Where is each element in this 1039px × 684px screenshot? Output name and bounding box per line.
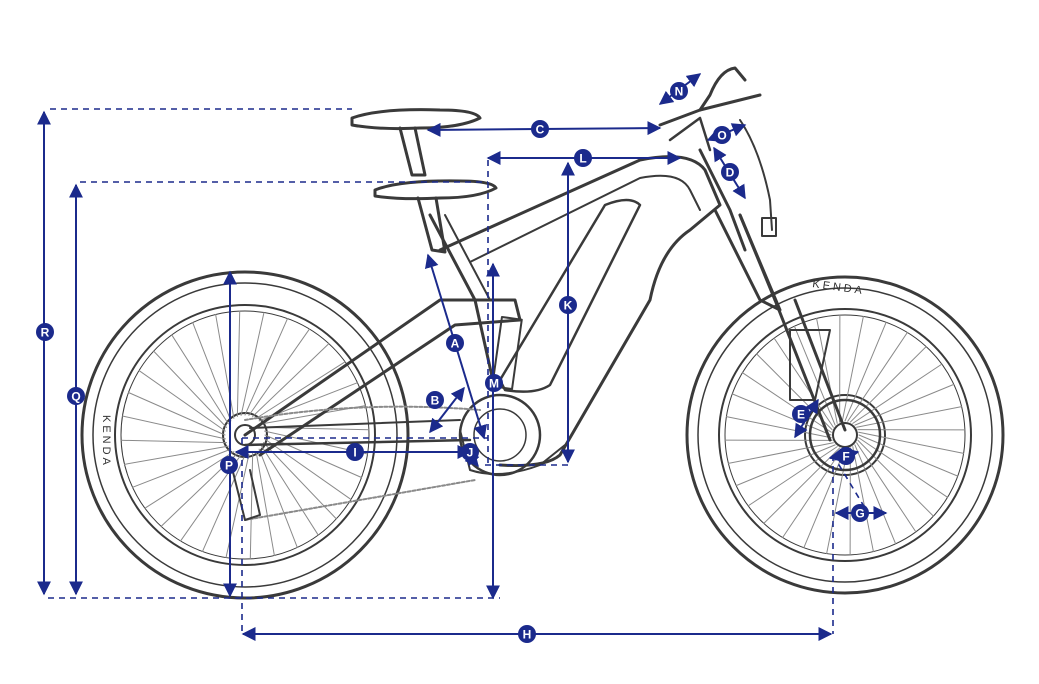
- spoke: [240, 311, 265, 416]
- spoke: [727, 442, 834, 464]
- spoke: [793, 325, 836, 426]
- svg-text:O: O: [717, 129, 726, 143]
- svg-text:L: L: [579, 152, 586, 166]
- spoke: [192, 322, 232, 422]
- spoke: [120, 439, 228, 444]
- svg-text:D: D: [726, 166, 735, 180]
- dim-line-b: [429, 386, 465, 434]
- spoke: [138, 370, 226, 432]
- svg-text:Q: Q: [71, 390, 80, 404]
- svg-text:A: A: [451, 337, 460, 351]
- spoke: [856, 442, 917, 533]
- marker-e: E: [792, 405, 810, 423]
- spoke: [132, 448, 232, 488]
- marker-a: A: [446, 334, 464, 352]
- spoke: [248, 328, 310, 416]
- front-tire-brand: KENDA: [812, 278, 866, 297]
- spoke: [844, 321, 887, 422]
- svg-text:N: N: [675, 85, 684, 99]
- svg-text:E: E: [797, 408, 805, 422]
- spoke: [852, 363, 943, 424]
- svg-text:B: B: [431, 394, 440, 408]
- svg-text:P: P: [225, 459, 233, 473]
- spoke: [816, 317, 838, 424]
- marker-n: N: [670, 82, 688, 100]
- spoke: [763, 447, 841, 524]
- spoke: [856, 406, 963, 428]
- marker-j: J: [461, 443, 479, 461]
- marker-badges: A B C D E F G H I J K L M N O P Q R: [36, 82, 869, 643]
- spoke: [261, 405, 366, 425]
- svg-text:M: M: [489, 377, 499, 391]
- fork: [713, 208, 882, 472]
- spoke: [854, 444, 897, 545]
- spoke: [244, 318, 289, 416]
- front-wheel: KENDA: [685, 275, 1005, 595]
- spoke: [858, 437, 949, 498]
- spoke: [153, 350, 228, 428]
- upper-saddle: [350, 108, 482, 177]
- spoke: [858, 434, 959, 477]
- marker-q: Q: [67, 387, 85, 405]
- marker-g: G: [851, 504, 869, 522]
- dimension-lines: [37, 73, 888, 641]
- svg-text:H: H: [523, 628, 532, 642]
- spoke: [852, 446, 874, 553]
- svg-text:G: G: [855, 507, 864, 521]
- marker-c: C: [531, 120, 549, 138]
- marker-m: M: [485, 374, 503, 392]
- spoke: [782, 448, 843, 539]
- spoke: [858, 431, 965, 454]
- spoke: [773, 337, 834, 428]
- spoke: [262, 442, 337, 520]
- spoke: [841, 315, 864, 422]
- rear-tire-brand: KENDA: [100, 415, 112, 468]
- marker-i: I: [346, 443, 364, 461]
- spoke: [261, 445, 319, 536]
- spoke: [215, 314, 235, 419]
- marker-l: L: [574, 149, 592, 167]
- marker-r: R: [36, 323, 54, 341]
- spoke: [121, 415, 226, 440]
- svg-text:J: J: [467, 446, 474, 460]
- spoke: [252, 343, 330, 418]
- spoke: [171, 334, 229, 425]
- spoke: [258, 448, 298, 548]
- spoke: [255, 361, 346, 419]
- spoke: [826, 448, 849, 555]
- svg-text:K: K: [564, 299, 573, 313]
- spoke: [849, 346, 927, 423]
- dash-offset: [832, 454, 869, 514]
- spoke: [725, 416, 832, 439]
- spoke: [236, 310, 241, 418]
- rear-wheel: KENDA: [80, 270, 410, 600]
- spoke: [854, 383, 955, 426]
- spoke: [747, 446, 838, 507]
- spoke: [847, 331, 908, 422]
- marker-b: B: [426, 391, 444, 409]
- svg-text:C: C: [536, 123, 545, 137]
- lower-saddle: [373, 179, 498, 254]
- marker-p: P: [220, 456, 238, 474]
- spoke: [255, 451, 275, 556]
- spoke: [124, 445, 229, 465]
- spoke: [128, 391, 226, 436]
- svg-text:F: F: [842, 450, 849, 464]
- spoke: [144, 451, 235, 509]
- spoke: [857, 439, 934, 517]
- spoke: [249, 452, 254, 560]
- marker-h: H: [518, 625, 536, 643]
- spoke: [803, 448, 846, 549]
- svg-text:R: R: [41, 326, 50, 340]
- marker-d: D: [721, 163, 739, 181]
- marker-f: F: [837, 447, 855, 465]
- svg-text:I: I: [353, 446, 356, 460]
- spoke: [735, 444, 836, 487]
- marker-k: K: [559, 296, 577, 314]
- marker-o: O: [713, 126, 731, 144]
- spoke: [264, 438, 352, 500]
